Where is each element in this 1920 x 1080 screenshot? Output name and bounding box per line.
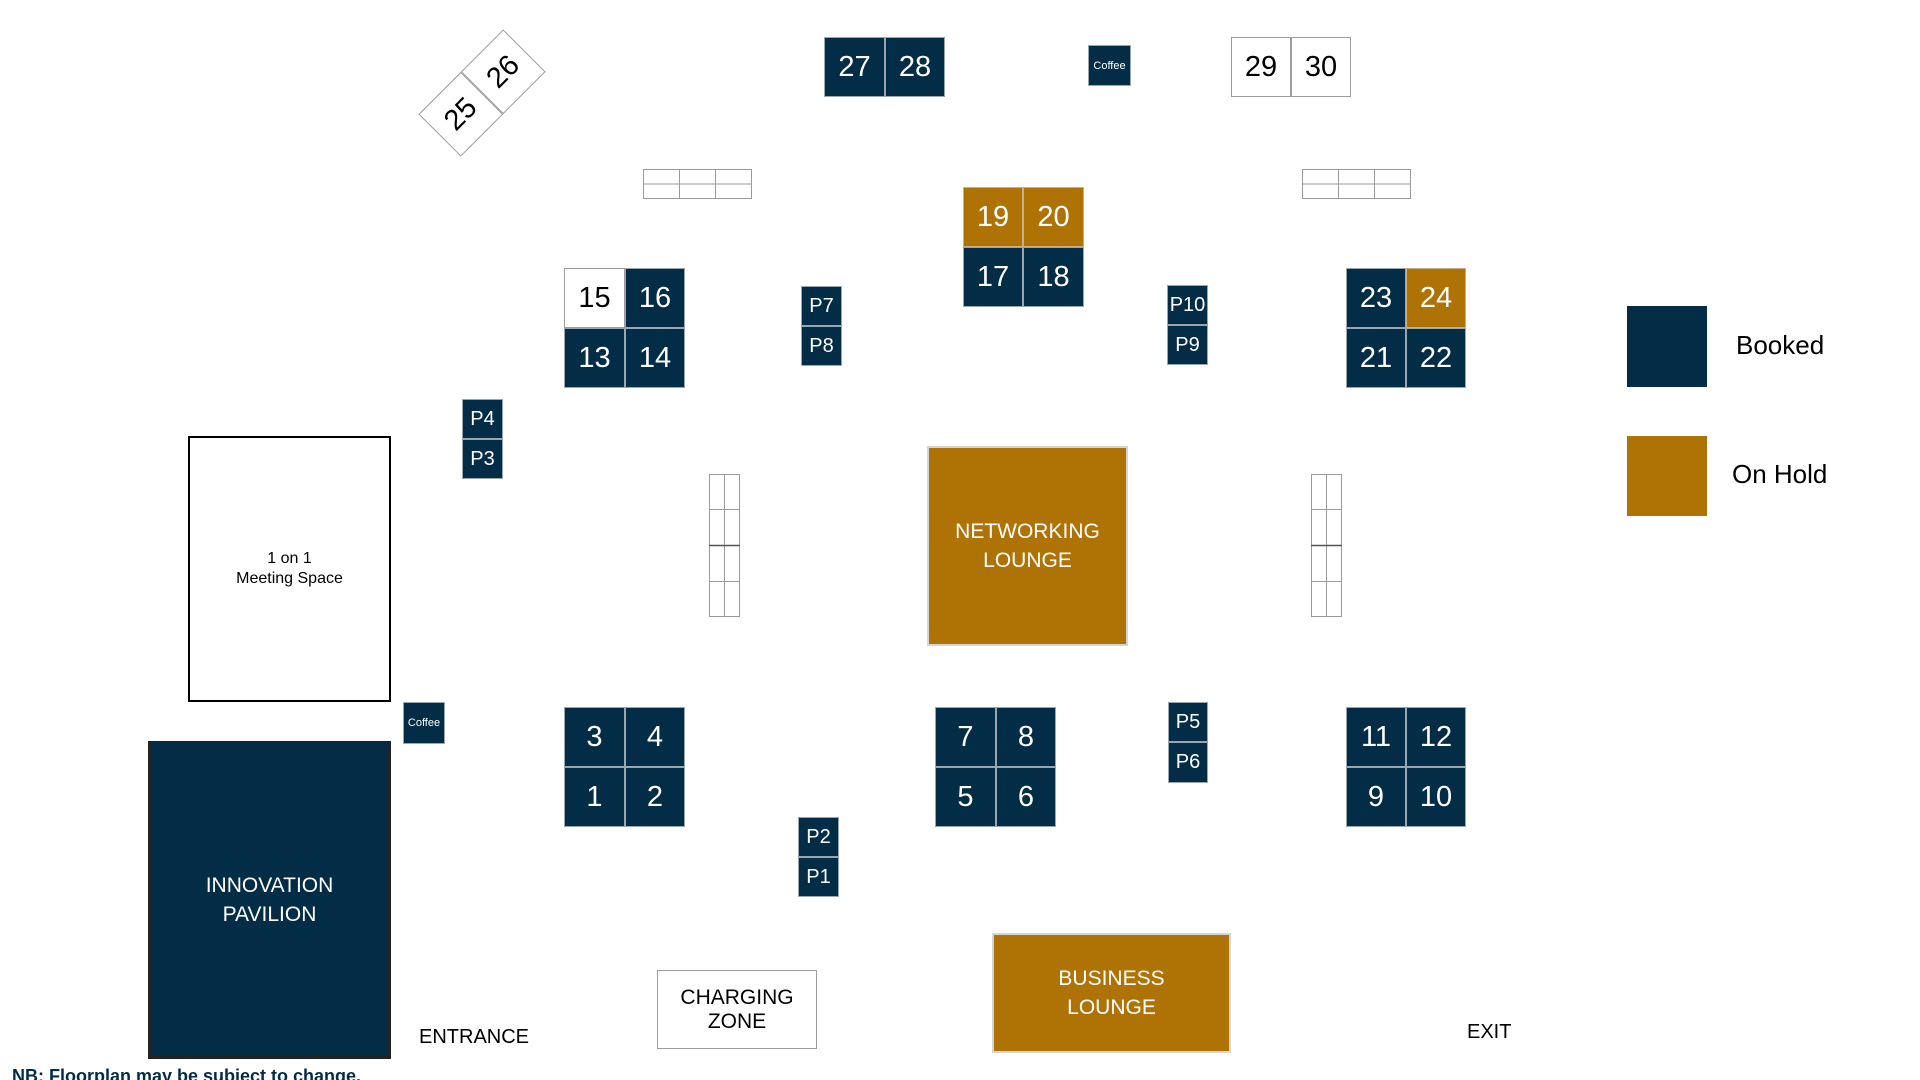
entrance-label: ENTRANCE — [419, 1026, 530, 1048]
pod-p2[interactable]: P2 — [798, 817, 839, 857]
table-set-middle-right — [1311, 474, 1342, 617]
pod-p9[interactable]: P9 — [1167, 325, 1208, 365]
booth-10[interactable]: 10 — [1406, 767, 1466, 827]
booth-5[interactable]: 5 — [935, 767, 996, 827]
legend-label-booked: Booked — [1736, 330, 1825, 360]
booth-14[interactable]: 14 — [625, 328, 685, 388]
charging-zone-label-2: ZONE — [707, 1009, 767, 1033]
legend-swatch-on-hold — [1627, 436, 1707, 516]
table-set-top-right — [1302, 169, 1411, 199]
pod-p6[interactable]: P6 — [1168, 742, 1208, 783]
booth-4[interactable]: 4 — [625, 707, 685, 767]
booth-20[interactable]: 20 — [1023, 187, 1084, 247]
meeting-space-label-1: 1 on 1 — [267, 550, 312, 567]
business-lounge-label-2: LOUNGE — [1067, 996, 1156, 1019]
meeting-space-label-2: Meeting Space — [236, 570, 343, 587]
booth-11[interactable]: 11 — [1346, 707, 1406, 767]
charging-zone[interactable]: CHARGING ZONE — [657, 970, 817, 1049]
booth-23[interactable]: 23 — [1346, 268, 1406, 328]
booth-7[interactable]: 7 — [935, 707, 996, 767]
charging-zone-label-1: CHARGING — [680, 986, 794, 1010]
floorplan-note: NB: Floorplan may be subject to change. — [12, 1066, 362, 1080]
booth-18[interactable]: 18 — [1023, 247, 1084, 307]
booth-24[interactable]: 24 — [1406, 268, 1466, 328]
booth-2[interactable]: 2 — [625, 767, 685, 827]
legend-label-on-hold: On Hold — [1732, 459, 1828, 489]
booth-21[interactable]: 21 — [1346, 328, 1406, 388]
booth-17[interactable]: 17 — [963, 247, 1023, 307]
innovation-pavilion-label-1: INNOVATION — [205, 873, 334, 897]
business-lounge-label-1: BUSINESS — [1058, 966, 1165, 990]
booth-29[interactable]: 29 — [1231, 37, 1291, 97]
exit-label: EXIT — [1467, 1021, 1512, 1043]
pod-p4[interactable]: P4 — [462, 399, 503, 439]
booth-12[interactable]: 12 — [1406, 707, 1466, 767]
networking-lounge-label-1: NETWORKING — [955, 519, 1100, 543]
booth-1[interactable]: 1 — [564, 767, 625, 827]
table-set-top-left — [643, 169, 752, 199]
booth-22[interactable]: 22 — [1406, 328, 1466, 388]
pod-p8[interactable]: P8 — [801, 326, 842, 366]
booth-15[interactable]: 15 — [564, 268, 625, 328]
table-set-middle-left — [709, 474, 740, 617]
meeting-space[interactable]: 1 on 1 Meeting Space — [188, 436, 391, 702]
networking-lounge-label-2: LOUNGE — [983, 549, 1072, 572]
booth-3[interactable]: 3 — [564, 707, 625, 767]
booth-13[interactable]: 13 — [564, 328, 625, 388]
pod-p1[interactable]: P1 — [798, 857, 839, 897]
coffee-station-top[interactable]: Coffee — [1088, 45, 1131, 86]
coffee-station-left[interactable]: Coffee — [403, 702, 445, 744]
innovation-pavilion[interactable]: INNOVATION PAVILION — [148, 741, 391, 1059]
legend-swatch-booked — [1627, 306, 1707, 387]
booth-16[interactable]: 16 — [625, 268, 685, 328]
booth-27[interactable]: 27 — [824, 37, 885, 97]
pod-p10[interactable]: P10 — [1167, 285, 1208, 325]
pod-p3[interactable]: P3 — [462, 439, 503, 479]
booth-19[interactable]: 19 — [963, 187, 1023, 247]
booth-28[interactable]: 28 — [885, 37, 945, 97]
networking-lounge[interactable]: NETWORKING LOUNGE — [927, 446, 1128, 646]
booth-pair-25-26: 25 26 — [418, 29, 546, 157]
pod-p7[interactable]: P7 — [801, 286, 842, 326]
booth-30[interactable]: 30 — [1291, 37, 1351, 97]
business-lounge[interactable]: BUSINESS LOUNGE — [992, 933, 1231, 1053]
booth-9[interactable]: 9 — [1346, 767, 1406, 827]
pod-p5[interactable]: P5 — [1168, 702, 1208, 742]
booth-8[interactable]: 8 — [996, 707, 1056, 767]
innovation-pavilion-label-2: PAVILION — [222, 903, 317, 926]
booth-6[interactable]: 6 — [996, 767, 1056, 827]
